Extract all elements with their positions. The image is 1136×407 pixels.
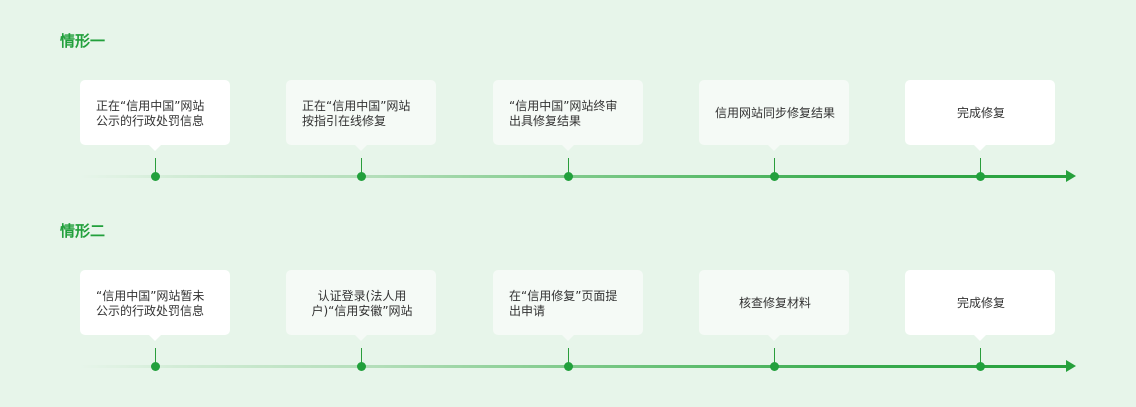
- timeline-dot: [357, 172, 366, 181]
- timeline-dot: [357, 362, 366, 371]
- step-label: 核查修复材料: [738, 296, 811, 310]
- timeline-dot: [770, 172, 779, 181]
- connector-line: [774, 158, 775, 176]
- step-card: 认证登录(法人用户)“信用安徽”网站: [286, 270, 436, 341]
- step-label: 信用网站同步修复结果: [715, 106, 836, 120]
- step-label: 正在“信用中国”网站公示的行政处罚信息: [96, 98, 205, 128]
- connector-line: [774, 348, 775, 366]
- connector-line: [361, 158, 362, 176]
- timeline-dot: [976, 362, 985, 371]
- timeline-track: [80, 175, 1070, 178]
- connector-line: [155, 348, 156, 366]
- step-card: 完成修复: [905, 270, 1055, 341]
- scenario-2: 情形二 “信用中国”网站暂未公示的行政处罚信息 认证登录(法人用户)“信用安徽”…: [0, 210, 1136, 400]
- step-card: 信用网站同步修复结果: [699, 80, 849, 151]
- step-label: “信用中国”网站暂未公示的行政处罚信息: [96, 288, 205, 318]
- scenario-title: 情形二: [60, 222, 106, 240]
- step-label: 认证登录(法人用户)“信用安徽”网站: [311, 288, 413, 318]
- step-card: 核查修复材料: [699, 270, 849, 341]
- step-card: 正在“信用中国”网站按指引在线修复: [286, 80, 436, 151]
- step-label: 完成修复: [956, 106, 1005, 120]
- step-card: “信用中国”网站终审出具修复结果: [493, 80, 643, 151]
- scenario-1: 情形一 正在“信用中国”网站公示的行政处罚信息 正在“信用中国”网站按指引在线修…: [0, 20, 1136, 210]
- step-label: “信用中国”网站终审出具修复结果: [509, 98, 618, 128]
- timeline-dot: [770, 362, 779, 371]
- step-card: “信用中国”网站暂未公示的行政处罚信息: [80, 270, 230, 341]
- arrow-right-icon: [1066, 360, 1076, 372]
- step-card: 正在“信用中国”网站公示的行政处罚信息: [80, 80, 230, 151]
- step-label: 完成修复: [956, 296, 1005, 310]
- arrow-right-icon: [1066, 170, 1076, 182]
- step-label: 正在“信用中国”网站按指引在线修复: [302, 98, 411, 128]
- timeline-dot: [976, 172, 985, 181]
- connector-line: [568, 348, 569, 366]
- step-label: 在“信用修复”页面提出申请: [509, 288, 618, 318]
- connector-line: [980, 158, 981, 176]
- timeline-dot: [151, 362, 160, 371]
- timeline-dot: [564, 172, 573, 181]
- connector-line: [155, 158, 156, 176]
- timeline-dot: [564, 362, 573, 371]
- timeline-dot: [151, 172, 160, 181]
- connector-line: [361, 348, 362, 366]
- timeline-track: [80, 365, 1070, 368]
- connector-line: [568, 158, 569, 176]
- scenario-title: 情形一: [60, 32, 106, 50]
- step-card: 在“信用修复”页面提出申请: [493, 270, 643, 341]
- step-card: 完成修复: [905, 80, 1055, 151]
- connector-line: [980, 348, 981, 366]
